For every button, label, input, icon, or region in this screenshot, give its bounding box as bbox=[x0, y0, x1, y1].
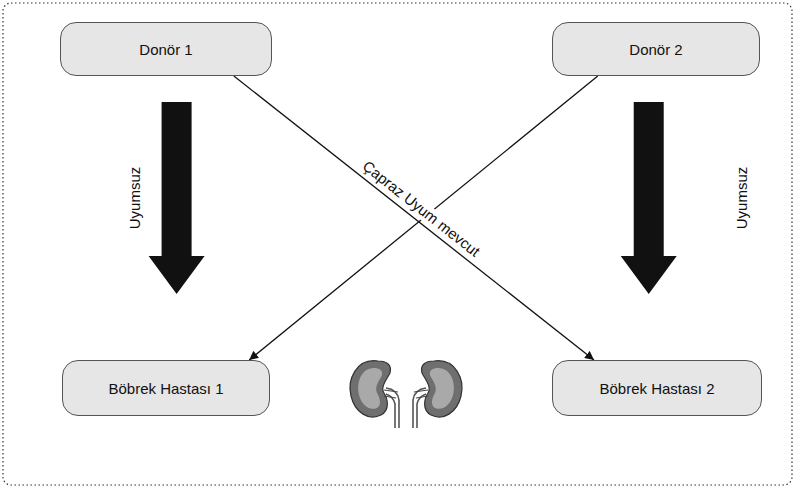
process-box: Böbrek Hastası 2 bbox=[552, 360, 762, 416]
process-box: Böbrek Hastası 1 bbox=[62, 360, 270, 416]
kidney-icon bbox=[350, 361, 462, 428]
block-arrow bbox=[621, 102, 677, 294]
connector-arrow bbox=[249, 76, 598, 360]
outer-frame bbox=[3, 3, 792, 485]
connector-arrow bbox=[234, 76, 594, 360]
box-label: Donör 1 bbox=[129, 41, 202, 58]
block-arrow bbox=[149, 102, 205, 294]
box-label: Donör 2 bbox=[619, 41, 692, 58]
process-box: Donör 2 bbox=[552, 22, 760, 76]
box-label: Böbrek Hastası 2 bbox=[589, 380, 724, 397]
process-box: Donör 1 bbox=[60, 22, 272, 76]
edge-label: Uyumsuz bbox=[733, 167, 750, 230]
box-label: Böbrek Hastası 1 bbox=[98, 380, 233, 397]
edge-label: Uyumsuz bbox=[126, 167, 143, 230]
edge-label: Çapraz Uyum mevcut bbox=[357, 156, 485, 262]
